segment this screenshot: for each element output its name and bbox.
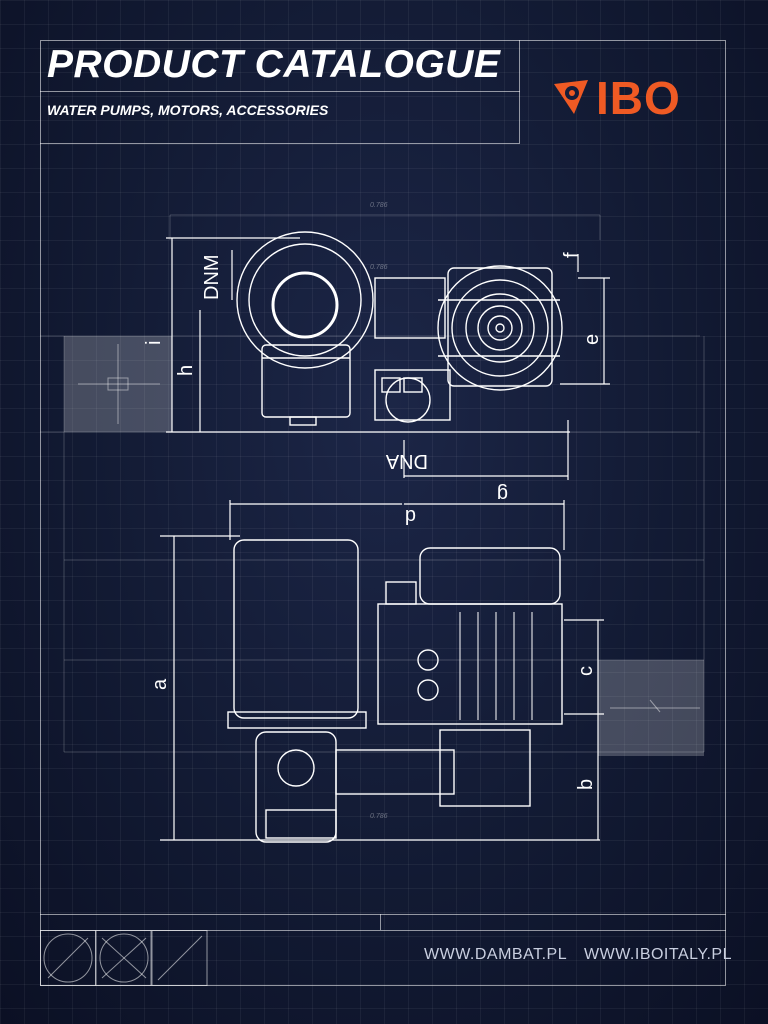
link-iboitaly[interactable]: WWW.IBOITALY.PL	[584, 946, 732, 963]
dimension-label-dna: DNA	[385, 450, 428, 472]
dimension-label-g: g	[497, 483, 508, 505]
dimension-label-dnm: DNM	[201, 254, 223, 300]
dimension-label-c: c	[575, 666, 597, 676]
title-block	[40, 40, 520, 144]
scale-note: 0.786	[370, 264, 388, 271]
dimension-label-e: e	[581, 334, 603, 345]
page-title: PRODUCT CATALOGUE	[47, 43, 501, 86]
brand-name: IBO	[596, 72, 681, 124]
dimension-label-h: h	[175, 365, 197, 376]
scale-note: 0.786	[370, 813, 388, 820]
dimension-label-b: b	[575, 779, 597, 790]
footer-divider	[380, 914, 381, 930]
footer-symbols-icon	[40, 930, 208, 986]
dimension-label-i: i	[143, 341, 165, 345]
footer-rule	[40, 914, 726, 915]
link-dambat[interactable]: WWW.DAMBAT.PL	[424, 946, 568, 963]
brand-logo-icon	[554, 80, 588, 114]
scale-note: 0.786	[370, 202, 388, 209]
footer-rule	[40, 930, 726, 931]
dimension-label-a: a	[149, 678, 171, 690]
dimension-label-f: f	[561, 252, 583, 258]
dimension-label-d: d	[405, 505, 416, 527]
title-divider	[40, 91, 520, 92]
page-frame	[40, 40, 726, 986]
page-subtitle: WATER PUMPS, MOTORS, ACCESSORIES	[47, 102, 329, 118]
